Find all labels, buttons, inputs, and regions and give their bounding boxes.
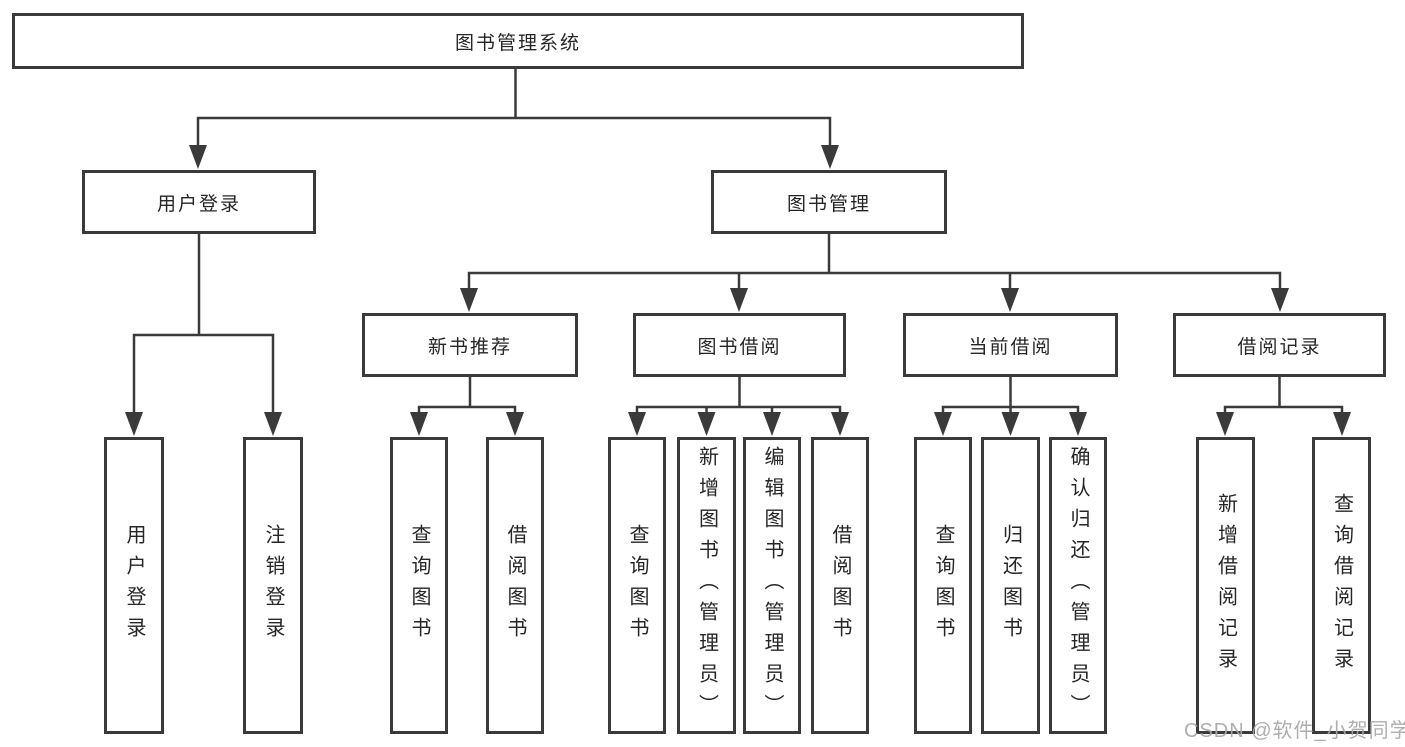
arrowhead (189, 145, 207, 169)
leaf-label: 编辑图书（管理员） (761, 446, 783, 725)
node-new-book-recommendation: 新书推荐 (362, 313, 578, 377)
leaf-borrow-books: 借阅图书 (811, 437, 869, 734)
leaf-borrow-books-recommend: 借阅图书 (486, 437, 544, 734)
leaf-query-books-borrowing: 查询图书 (608, 437, 666, 734)
connector-user-login (132, 234, 275, 416)
leaf-label: 用户登录 (123, 523, 145, 648)
arrowhead (697, 412, 716, 436)
leaf-add-borrow-record: 新增借阅记录 (1196, 437, 1255, 734)
node-user-login: 用户登录 (82, 170, 316, 234)
node-borrowing-records: 借阅记录 (1173, 313, 1386, 377)
leaf-label: 查询图书 (408, 523, 430, 648)
csdn-watermark: CSDN @软件_小贺同学 (1184, 720, 1405, 742)
arrowhead (831, 412, 849, 436)
arrowhead (821, 145, 839, 169)
node-label: 图书管理系统 (454, 32, 581, 54)
leaf-label: 确认归还（管理员） (1067, 446, 1089, 725)
arrowhead (628, 412, 646, 436)
connector-borrowing-records (1223, 377, 1344, 416)
leaf-return-books: 归还图书 (981, 437, 1040, 734)
leaf-label: 新增图书（管理员） (695, 446, 718, 725)
leaf-logout: 注销登录 (243, 437, 303, 734)
leaf-confirm-return-admin: 确认归还（管理员） (1049, 437, 1107, 734)
arrowhead (410, 412, 428, 436)
node-book-management: 图书管理 (711, 170, 947, 234)
connector-book-borrowing (635, 377, 842, 416)
arrowhead (1001, 412, 1020, 436)
leaf-user-login: 用户登录 (104, 437, 164, 734)
arrowhead (1333, 412, 1351, 436)
arrowhead (125, 412, 143, 436)
connector-current-borrowing (941, 377, 1080, 416)
arrowhead (264, 412, 282, 436)
node-label: 图书借阅 (697, 336, 782, 358)
leaf-edit-book-admin: 编辑图书（管理员） (743, 437, 801, 734)
leaf-query-books-current: 查询图书 (914, 437, 972, 734)
leaf-label: 查询图书 (932, 523, 954, 648)
leaf-label: 查询借阅记录 (1330, 492, 1353, 679)
node-library-management-system: 图书管理系统 (12, 13, 1024, 69)
arrowhead (1216, 412, 1234, 436)
connector-book-management (467, 234, 1282, 292)
leaf-add-book-admin: 新增图书（管理员） (677, 437, 736, 734)
node-label: 用户登录 (156, 193, 241, 215)
leaf-query-borrow-record: 查询借阅记录 (1312, 437, 1371, 734)
arrowhead (1271, 288, 1289, 312)
node-book-borrowing: 图书借阅 (633, 313, 846, 377)
leaf-label: 新增借阅记录 (1214, 492, 1237, 679)
arrowhead (1069, 412, 1087, 436)
leaf-label: 借阅图书 (829, 523, 851, 648)
leaf-label: 归还图书 (999, 523, 1022, 648)
node-current-borrowing: 当前借阅 (903, 313, 1118, 377)
arrowhead (934, 412, 952, 436)
arrowhead (730, 288, 748, 312)
arrowhead (460, 288, 478, 312)
node-label: 图书管理 (786, 193, 871, 215)
node-label: 借阅记录 (1237, 336, 1322, 358)
arrowhead (1001, 288, 1019, 312)
arrowhead (506, 412, 524, 436)
leaf-label: 注销登录 (262, 523, 284, 648)
leaf-label: 查询图书 (626, 523, 648, 648)
node-label: 当前借阅 (968, 336, 1053, 358)
leaf-label: 借阅图书 (504, 523, 526, 648)
node-label: 新书推荐 (427, 336, 512, 358)
connector-root (196, 67, 832, 150)
arrowhead (763, 412, 781, 436)
leaf-query-books-recommend: 查询图书 (390, 437, 448, 734)
connector-new-book (417, 377, 517, 416)
